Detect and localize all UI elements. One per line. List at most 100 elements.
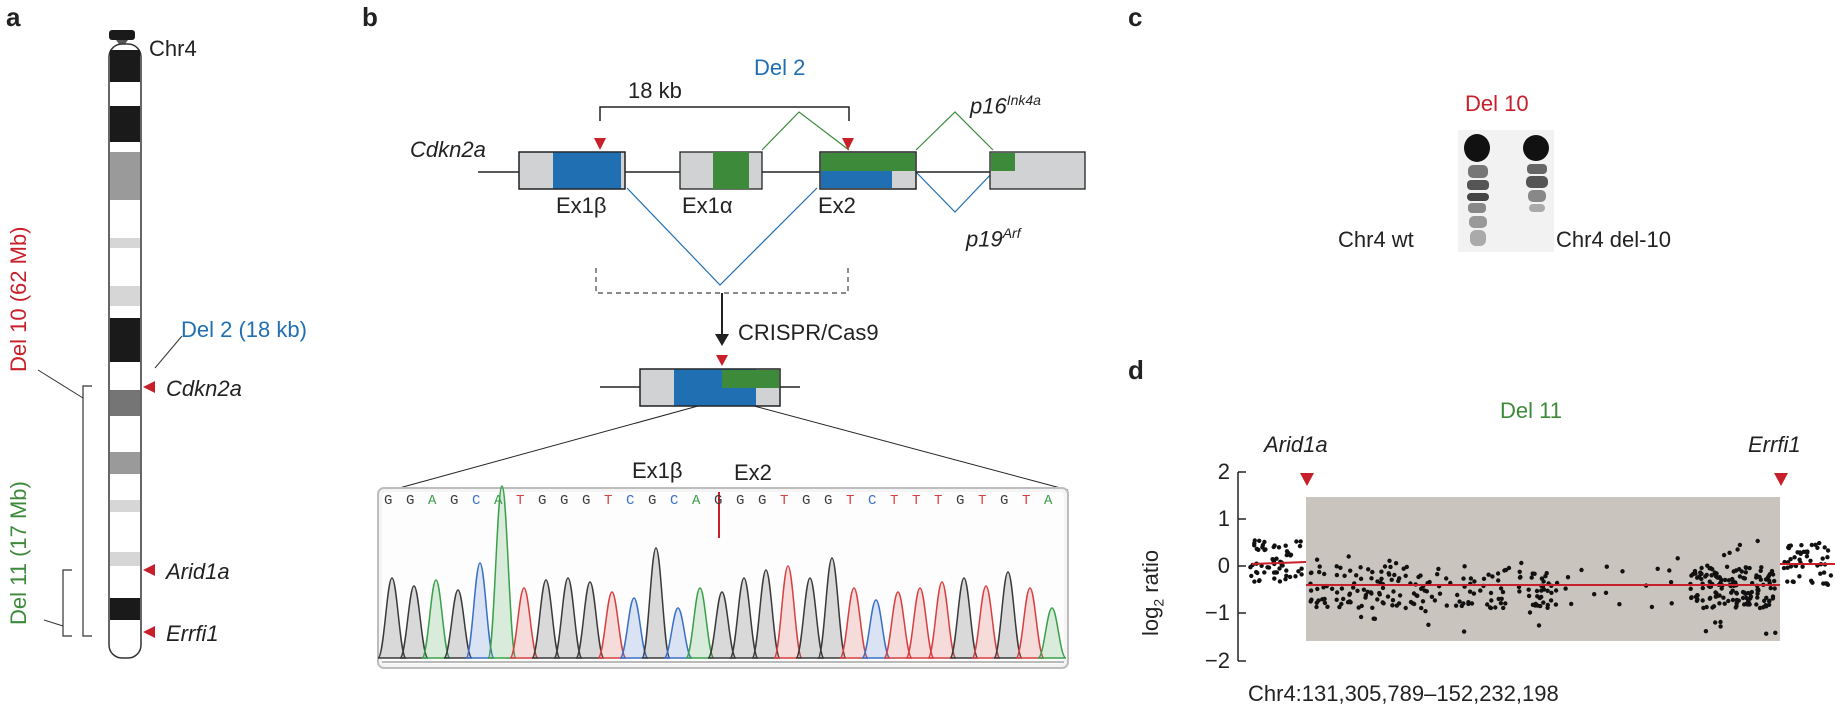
data-point	[1322, 596, 1327, 602]
data-point	[1530, 602, 1536, 607]
data-point	[1390, 598, 1396, 603]
data-point	[1262, 570, 1267, 575]
data-point	[1276, 545, 1282, 550]
sequence-base: G	[736, 493, 745, 509]
log2-ratio-plot	[1237, 471, 1835, 662]
data-point	[1549, 590, 1554, 595]
trace-peak	[641, 547, 671, 659]
gene-label-arid1a: Arid1a	[166, 559, 230, 584]
data-point	[1380, 585, 1386, 591]
data-point	[1481, 576, 1487, 581]
y-tick-0: 0	[1217, 553, 1230, 578]
data-point	[1722, 577, 1728, 583]
data-point	[1786, 543, 1792, 549]
data-point	[1535, 594, 1540, 599]
y-axis-label-sub: 2	[1150, 598, 1167, 607]
data-point	[1809, 578, 1814, 583]
data-point	[1801, 549, 1807, 554]
data-point	[1800, 564, 1805, 569]
data-point	[1727, 550, 1732, 555]
data-point	[1468, 576, 1474, 581]
data-point	[1496, 578, 1501, 583]
sequence-base: T	[934, 493, 943, 509]
data-point	[1346, 554, 1351, 559]
data-point	[1517, 575, 1523, 580]
data-point	[1296, 569, 1301, 574]
sequence-base: G	[714, 493, 723, 509]
data-point	[1792, 555, 1797, 560]
data-point	[1526, 587, 1531, 592]
trace-peak	[729, 577, 759, 659]
data-point	[1385, 594, 1391, 599]
trace-peak	[421, 579, 451, 659]
data-point	[1743, 570, 1749, 575]
data-point	[1369, 576, 1374, 581]
distance-label: 18 kb	[628, 78, 682, 103]
data-point	[1797, 574, 1802, 579]
data-point	[1347, 591, 1353, 596]
data-point	[1252, 579, 1257, 584]
data-point	[1262, 539, 1267, 545]
data-point	[1713, 594, 1719, 599]
data-point	[1372, 616, 1378, 621]
y-tick-neg1: −1	[1204, 600, 1230, 625]
data-point	[1388, 564, 1393, 570]
data-point	[1769, 568, 1775, 574]
data-point	[1739, 569, 1745, 574]
data-point	[1419, 586, 1424, 591]
sequence-base: G	[560, 493, 569, 509]
data-point	[1375, 597, 1380, 602]
data-point	[1788, 564, 1794, 569]
data-point	[1785, 565, 1790, 570]
data-point	[1495, 571, 1501, 576]
gene-label-errfi1: Errfi1	[166, 621, 219, 646]
data-point	[1314, 604, 1319, 610]
data-point	[1748, 596, 1753, 601]
data-point	[1345, 600, 1351, 605]
data-point	[1272, 576, 1277, 581]
data-point	[1354, 573, 1359, 578]
data-point	[1488, 590, 1494, 596]
data-point	[1813, 542, 1818, 547]
data-point	[1770, 572, 1776, 577]
coordinates-label: Chr4:131,305,789–152,232,198	[1248, 681, 1559, 706]
sequence-base: G	[824, 493, 833, 509]
sequence-base: A	[494, 493, 503, 509]
sequence-base: C	[670, 493, 679, 509]
data-point	[1419, 605, 1424, 611]
chromatogram-left-label: Ex1β	[632, 458, 683, 483]
data-point	[1709, 573, 1714, 578]
trace-peak	[949, 577, 979, 659]
data-point	[1688, 586, 1693, 591]
data-point	[1338, 565, 1343, 570]
data-point	[1817, 540, 1822, 546]
data-point	[1692, 568, 1698, 574]
data-point	[1461, 576, 1466, 581]
data-point	[1699, 565, 1704, 571]
data-point	[1703, 629, 1709, 634]
data-point	[1391, 589, 1396, 594]
panel-letter-c: c	[1128, 2, 1143, 32]
data-point	[1781, 565, 1787, 571]
data-point	[1545, 605, 1550, 610]
data-point	[1397, 593, 1403, 598]
data-point	[1734, 597, 1740, 603]
data-point	[1718, 619, 1723, 625]
y-axis-label-base: log	[1138, 606, 1163, 636]
data-point	[1710, 605, 1715, 610]
data-point	[1471, 591, 1477, 596]
trace-peak	[773, 565, 803, 659]
data-point	[1772, 586, 1777, 591]
data-point	[1766, 602, 1772, 607]
sequence-base: C	[472, 493, 481, 509]
trace-peak	[927, 581, 957, 659]
sequence-base: G	[384, 493, 393, 509]
data-point	[1392, 572, 1397, 578]
data-point	[1355, 588, 1360, 593]
exon-label-ex1alpha: Ex1α	[682, 193, 733, 218]
data-point	[1742, 576, 1748, 581]
data-point	[1317, 564, 1322, 569]
data-point	[1273, 570, 1278, 575]
data-point	[1726, 578, 1732, 583]
